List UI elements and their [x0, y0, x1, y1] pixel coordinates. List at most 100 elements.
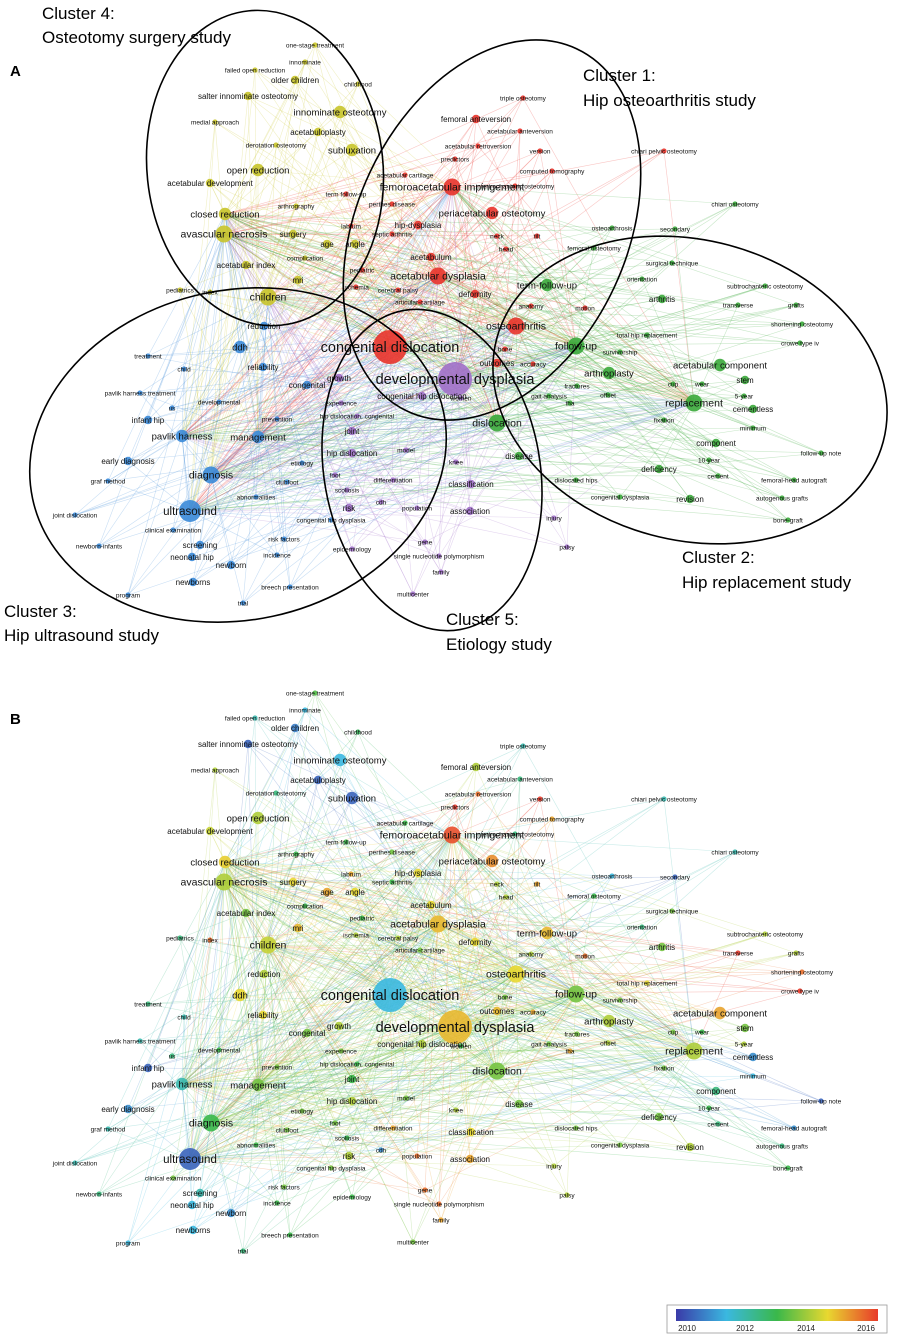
- keyword-label: septic arthritis: [372, 879, 413, 886]
- keyword-label: neck: [490, 881, 504, 888]
- link-line: [181, 378, 456, 437]
- link-line: [189, 1116, 660, 1160]
- keyword-node: [207, 937, 213, 943]
- link-line: [454, 806, 517, 975]
- link-line: [189, 186, 453, 512]
- keyword-label: anatomy: [519, 951, 545, 958]
- link-line: [276, 186, 453, 420]
- keyword-label: deficiency: [641, 465, 677, 474]
- keyword-label: pavlik harness: [152, 1079, 213, 1090]
- link-line: [224, 44, 316, 215]
- keyword-label: periacetabular osteotomy: [439, 856, 546, 867]
- keyword-node: [72, 512, 78, 518]
- link-line: [189, 289, 399, 512]
- keyword-label: arthrography: [278, 203, 316, 210]
- link-line: [294, 727, 517, 975]
- link-line: [210, 1122, 244, 1252]
- link-line: [575, 895, 595, 995]
- link-line: [693, 1050, 754, 1077]
- keyword-node: [188, 1225, 198, 1235]
- keyword-label: survivorship: [603, 349, 638, 356]
- link-line: [292, 881, 695, 1052]
- link-line: [74, 1122, 212, 1164]
- link-line: [210, 169, 259, 476]
- link-line: [389, 994, 457, 1111]
- link-line: [437, 876, 676, 925]
- link-line: [267, 944, 532, 955]
- keyword-label: association: [450, 507, 490, 516]
- link-line: [224, 861, 457, 1111]
- link-line: [257, 817, 577, 995]
- link-line: [189, 235, 538, 512]
- link-line: [224, 213, 291, 588]
- link-line: [224, 692, 316, 863]
- keyword-node: [218, 207, 232, 221]
- link-line: [181, 233, 294, 437]
- link-line: [267, 891, 356, 946]
- keyword-label: model: [397, 447, 415, 454]
- link-line: [147, 325, 517, 421]
- keyword-node: [785, 1165, 791, 1171]
- link-line: [257, 973, 265, 1086]
- keyword-label: cup: [668, 381, 679, 388]
- link-line: [454, 895, 595, 1028]
- keyword-node: [389, 849, 395, 855]
- keyword-label: knee: [449, 459, 463, 466]
- link-line: [210, 1122, 348, 1139]
- link-line: [515, 325, 703, 385]
- link-line: [247, 95, 259, 438]
- keyword-node: [791, 477, 797, 483]
- keyword-node: [390, 477, 396, 483]
- keyword-node: [748, 404, 758, 414]
- keyword-label: stem: [736, 1024, 754, 1033]
- link-line: [389, 227, 613, 348]
- link-line: [192, 1026, 456, 1231]
- keyword-node: [661, 1065, 667, 1071]
- link-line: [257, 833, 516, 1086]
- link-line: [330, 923, 439, 1169]
- link-line: [351, 275, 439, 454]
- link-line: [257, 873, 352, 1086]
- link-line: [218, 275, 439, 403]
- keyword-label: derotation osteotomy: [246, 790, 307, 797]
- link-line: [224, 861, 520, 1105]
- link-line: [263, 973, 456, 1028]
- link-line: [389, 875, 613, 996]
- keyword-label: hip-dysplasia: [395, 869, 442, 878]
- link-line: [416, 275, 439, 509]
- link-line: [223, 881, 621, 1146]
- link-line: [295, 853, 695, 1052]
- link-line: [147, 861, 226, 1069]
- link-line: [223, 233, 391, 348]
- link-line: [223, 233, 754, 429]
- link-line: [223, 881, 609, 1044]
- link-line: [223, 793, 479, 883]
- keyword-node: [403, 1095, 409, 1101]
- link-line: [514, 833, 577, 995]
- link-line: [496, 1070, 717, 1092]
- link-line: [405, 345, 577, 451]
- link-line: [127, 923, 439, 1244]
- link-line: [209, 182, 391, 348]
- link-line: [548, 993, 577, 1045]
- keyword-label: osteoarthrosis: [592, 873, 634, 880]
- link-line: [189, 401, 220, 512]
- link-line: [338, 377, 498, 424]
- link-line: [267, 296, 803, 325]
- link-line: [454, 185, 516, 380]
- keyword-label: revision: [676, 495, 704, 504]
- keyword-label: acetabular anteversion: [487, 128, 553, 135]
- link-line: [496, 953, 532, 1072]
- cluster-5-label: Cluster 5: Etiology study: [446, 610, 552, 654]
- link-line: [223, 228, 676, 235]
- link-line: [317, 131, 456, 380]
- link-line: [454, 818, 553, 1028]
- link-line: [181, 435, 555, 519]
- keyword-label: growth: [327, 1022, 351, 1031]
- keyword-label: femoral osteotomy: [567, 245, 621, 252]
- keyword-node: [514, 1099, 524, 1109]
- link-line: [437, 923, 739, 954]
- link-line: [223, 233, 695, 404]
- link-line: [451, 834, 665, 1069]
- keyword-node: [750, 1073, 756, 1079]
